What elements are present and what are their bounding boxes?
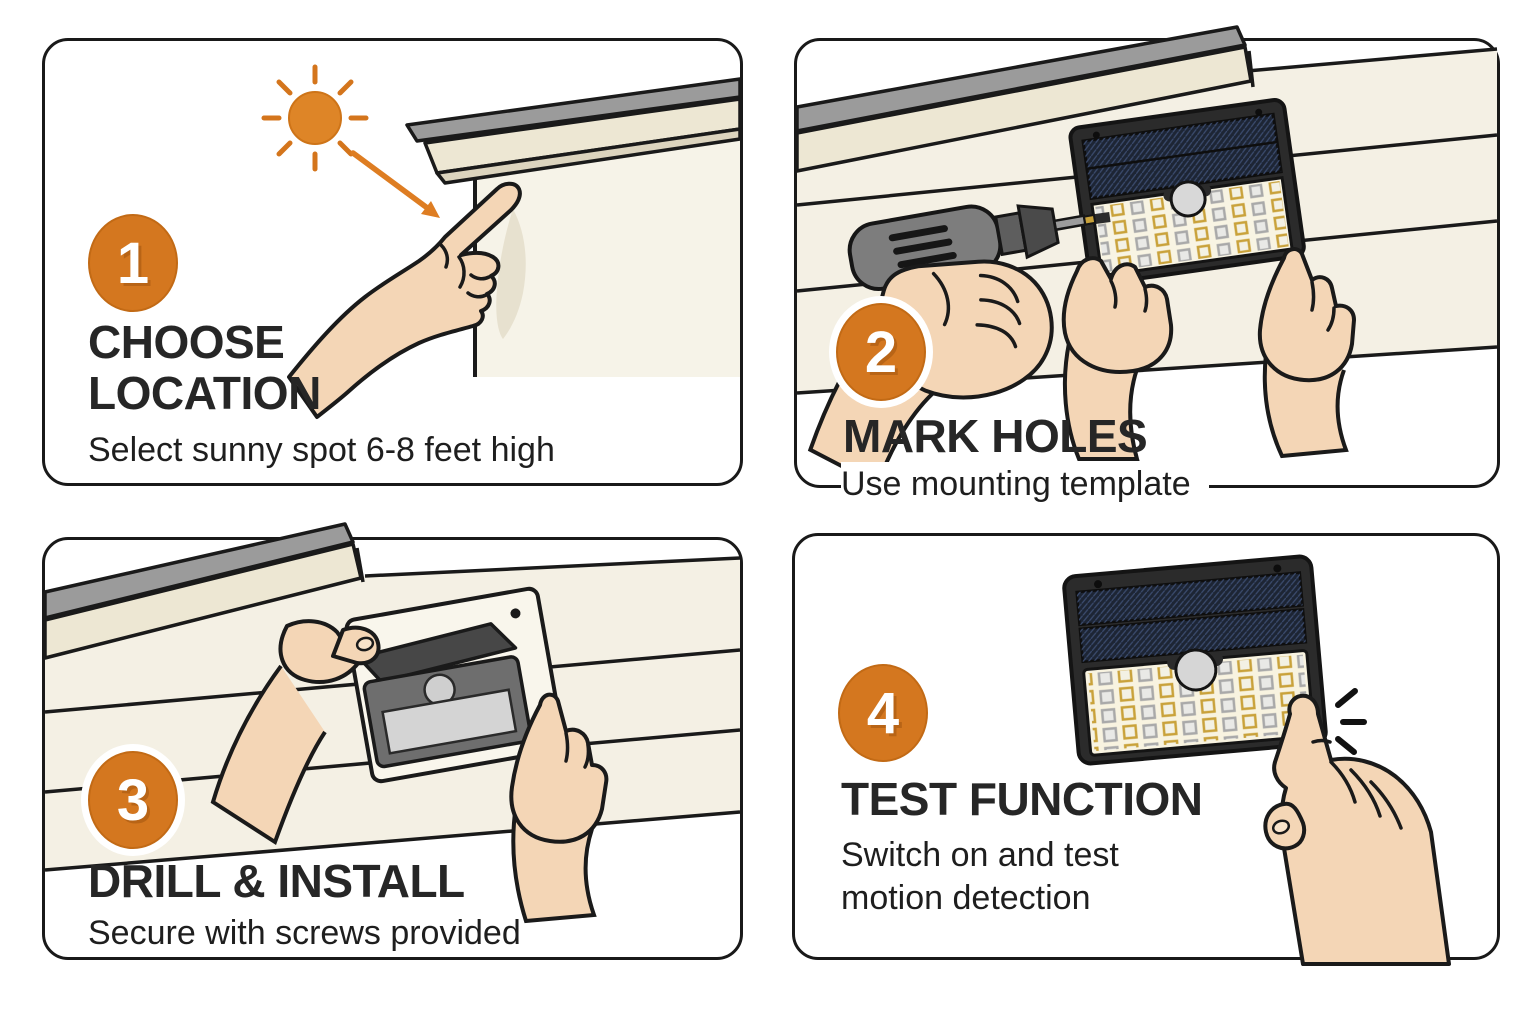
motion-sensor [1169, 180, 1207, 218]
holding-hand-left [1061, 256, 1174, 461]
roof-eave [43, 522, 365, 660]
hand-shadow [496, 209, 526, 339]
led-panel [1082, 648, 1316, 757]
step-panel-3: 3 DRILL & INSTALL Secure with screws pro… [42, 522, 743, 960]
led-panel [1090, 175, 1294, 278]
step3-illustration [43, 522, 741, 924]
solar-panel [1075, 571, 1308, 664]
title-line: MARK HOLES [843, 410, 1148, 462]
screw-hole [510, 608, 521, 619]
subtitle-line: Use mounting template [841, 465, 1191, 503]
step-subtitle: Use mounting template [841, 462, 1209, 507]
step-panel-2: 2 MARK HOLES Use mounting template [794, 25, 1500, 507]
solar-panel [1081, 112, 1283, 201]
roof-eave [405, 77, 742, 185]
step-title: TEST FUNCTION [841, 773, 1203, 825]
holding-hand-right [509, 692, 609, 924]
step-number: 1 [116, 230, 150, 296]
title-line: CHOOSE [88, 316, 285, 368]
title-line: DRILL & INSTALL [88, 855, 465, 907]
step-title: DRILL & INSTALL [88, 856, 465, 907]
subtitle-line: motion detection [841, 879, 1091, 917]
emphasis-marks [1335, 688, 1367, 755]
roof-eave [795, 25, 1255, 173]
step-number-badge: 2 [836, 303, 926, 401]
solar-light [1068, 98, 1306, 286]
step-number: 2 [864, 319, 898, 385]
step-panel-1: 1 CHOOSE LOCATION Select sunny spot 6-8 … [42, 38, 743, 486]
title-line: LOCATION [88, 367, 321, 419]
subtitle-line: Secure with screws provided [88, 914, 521, 952]
step-subtitle: Select sunny spot 6-8 feet high [88, 429, 555, 472]
light-unit [356, 622, 533, 769]
step4-illustration [1062, 554, 1451, 966]
step-number-badge: 4 [838, 664, 928, 762]
holding-hand-right [1257, 247, 1356, 459]
step-subtitle: Switch on and test motion detection [841, 834, 1119, 920]
solar-light-lit [1062, 554, 1328, 766]
subtitle-line: Switch on and test [841, 836, 1119, 874]
step-title: CHOOSE LOCATION [88, 317, 321, 419]
sun-icon [261, 64, 369, 172]
holding-hand-left [210, 619, 381, 846]
title-line: TEST FUNCTION [841, 773, 1203, 825]
pressing-finger-hand [1263, 693, 1451, 966]
motion-sensor [1174, 648, 1218, 692]
step-subtitle: Secure with screws provided [88, 912, 521, 955]
step-panel-4: 4 TEST FUNCTION Switch on and test motio… [792, 533, 1500, 966]
sunlight-arrow-icon [350, 150, 440, 218]
pointing-hand [287, 181, 522, 419]
step-title: MARK HOLES [843, 410, 1148, 462]
step-number-badge: 3 [88, 751, 178, 849]
step-number: 3 [116, 767, 150, 833]
subtitle-line: Select sunny spot 6-8 feet high [88, 431, 555, 469]
step-number: 4 [866, 680, 900, 746]
step2-illustration [795, 25, 1498, 488]
step1-illustration [261, 64, 742, 419]
step-number-badge: 1 [88, 214, 178, 312]
